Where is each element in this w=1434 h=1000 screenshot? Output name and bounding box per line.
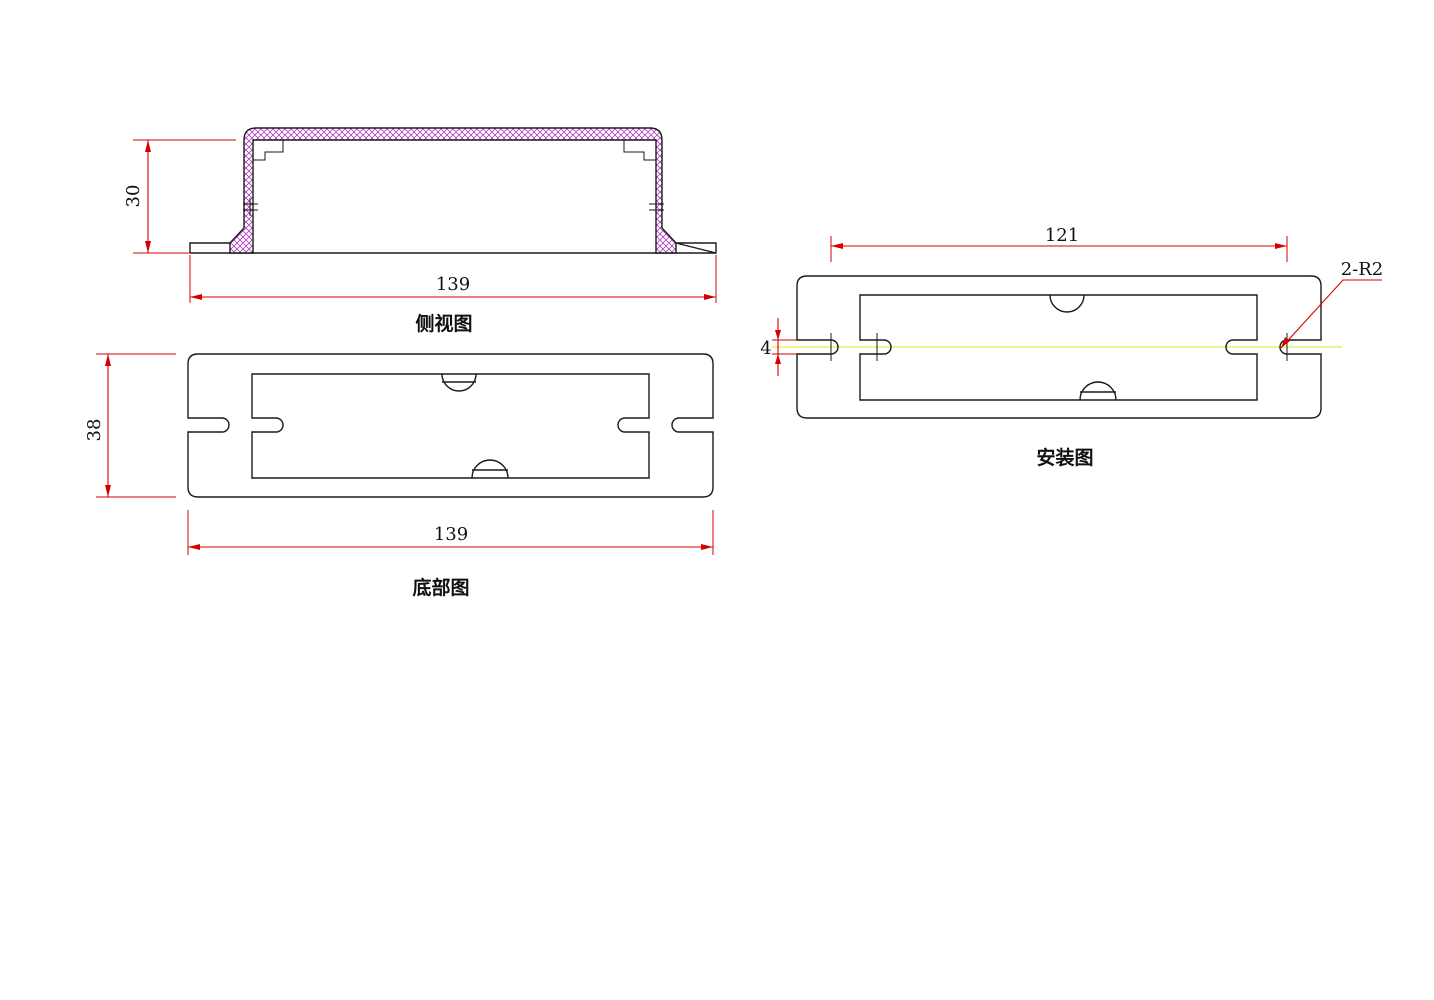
bottom-view-inner-opening: [251, 373, 650, 479]
bottom-view-top-bump: [441, 373, 477, 392]
side-view-snap-right: [649, 198, 664, 216]
side-view-snap-left: [243, 198, 258, 216]
bottom-width-label: 139: [434, 524, 468, 545]
side-view-rib-right: [623, 140, 657, 161]
install-view-top-bump: [1049, 294, 1085, 313]
bottom-height-label: 38: [84, 419, 105, 442]
install-view: 121 4 2-R2 安装图: [760, 225, 1383, 469]
side-view-caption: 侧视图: [415, 312, 472, 335]
side-view-rib-left: [252, 140, 284, 161]
side-height-label: 30: [123, 185, 144, 208]
install-view-bottom-bump: [1079, 381, 1117, 401]
bottom-view-outline: [187, 353, 714, 498]
install-radius-leader: [1280, 279, 1382, 349]
side-view-flange: [189, 242, 717, 254]
install-spacing-label: 121: [1045, 225, 1079, 246]
bottom-view-caption: 底部图: [412, 576, 469, 599]
install-view-caption: 安装图: [1036, 446, 1093, 469]
side-view-wall: [229, 127, 677, 254]
install-view-inner-opening: [859, 294, 1258, 401]
install-radius-label: 2-R2: [1341, 259, 1384, 280]
install-slot-label: 4: [760, 338, 771, 359]
bottom-view: 38 139 底部图: [84, 353, 714, 599]
bottom-view-bottom-bump: [471, 459, 509, 479]
side-width-label: 139: [436, 274, 470, 295]
side-view: 30 139 侧视图: [123, 127, 717, 335]
